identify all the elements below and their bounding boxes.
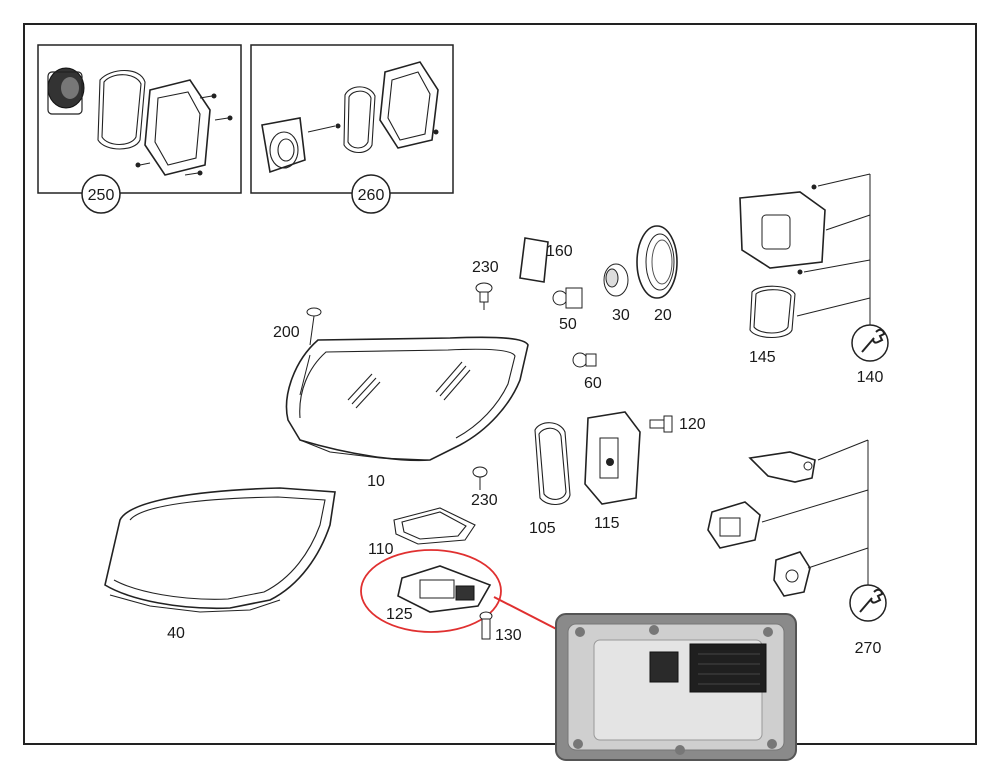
kit-270: 270 <box>849 584 887 657</box>
frame-bracket-icon <box>144 79 211 176</box>
adjuster-motor-icon <box>47 67 85 115</box>
frame-bracket-icon <box>379 61 439 149</box>
inset-label-260: 260 <box>358 187 385 204</box>
headlamp-housing <box>285 336 529 462</box>
part-label-125: 125 <box>386 606 413 623</box>
kit-140-leaders <box>796 173 871 325</box>
screw-230-icon <box>475 282 493 310</box>
screw-230-icon <box>472 466 488 490</box>
inset-box-260: 260 <box>250 44 454 214</box>
part-label-230-bottom: 230 <box>471 492 498 509</box>
part-label-10: 10 <box>367 473 385 490</box>
part-label-50: 50 <box>559 316 577 333</box>
module-115-icon <box>584 411 641 505</box>
bulb-50-icon <box>552 287 583 309</box>
callout-circle <box>351 174 391 214</box>
wrench-icon <box>861 328 886 353</box>
control-unit-photo <box>555 613 797 761</box>
part-label-130: 130 <box>495 627 522 644</box>
part-label-105: 105 <box>529 520 556 537</box>
kit-label-270: 270 <box>855 640 882 657</box>
lamp-module-icon <box>261 117 306 174</box>
part-label-30: 30 <box>612 307 630 324</box>
bracket-clip-icon <box>707 501 761 549</box>
gasket-105-icon <box>534 422 571 505</box>
seal-110-icon <box>393 507 476 545</box>
part-label-200: 200 <box>273 324 300 341</box>
headlamp-lens <box>104 487 336 613</box>
screw-120-icon <box>649 415 673 433</box>
part-label-60: 60 <box>584 375 602 392</box>
part-label-110: 110 <box>368 541 394 558</box>
cap-30-icon <box>603 263 629 297</box>
screw-icon <box>135 93 233 176</box>
part-label-230-top: 230 <box>472 259 499 276</box>
part-label-145: 145 <box>749 349 776 366</box>
kit-140: 140 <box>851 324 889 386</box>
part-label-160: 160 <box>546 243 573 260</box>
bulb-60-icon <box>572 352 597 368</box>
bracket-clip-icon <box>748 451 816 483</box>
gasket-icon <box>343 86 376 154</box>
kit-270-leaders <box>761 439 869 585</box>
control-unit-125-icon <box>397 565 492 613</box>
screw-130-icon <box>479 611 493 640</box>
inset-label-250: 250 <box>88 187 115 204</box>
lens-hatching <box>347 361 471 409</box>
bracket-clip-icon <box>773 551 811 597</box>
wrench-icon <box>859 588 884 613</box>
part-label-115: 115 <box>594 515 620 532</box>
part-label-120: 120 <box>679 416 706 433</box>
highlight-ellipse <box>360 549 502 633</box>
kit-label-140: 140 <box>857 369 884 386</box>
gasket-icon <box>97 69 146 150</box>
part-label-20: 20 <box>654 307 672 324</box>
inset-box-250: 250 <box>37 44 242 214</box>
seal-20-icon <box>636 225 678 299</box>
part-label-40: 40 <box>167 625 185 642</box>
screw-200-icon <box>306 307 322 346</box>
seal-145-icon <box>749 285 796 339</box>
label-sticker-icon <box>519 237 549 283</box>
module-140-icon <box>739 184 826 275</box>
callout-circle <box>81 174 121 214</box>
